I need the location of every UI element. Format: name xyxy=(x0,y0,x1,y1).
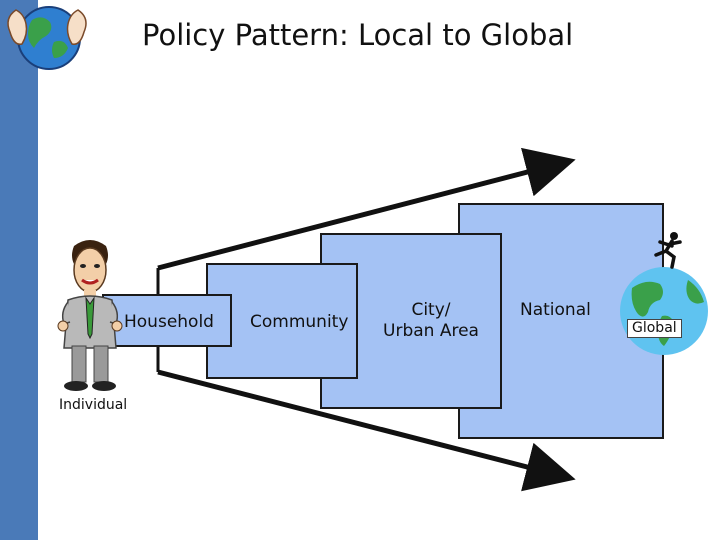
household-label: Household xyxy=(124,312,214,332)
global-label: Global xyxy=(627,319,682,338)
national-label: National xyxy=(520,300,591,320)
earth-globe-icon xyxy=(618,266,710,356)
man-figure-icon xyxy=(56,238,124,392)
city-label-line2: Urban Area xyxy=(380,321,482,342)
community-label: Community xyxy=(250,312,348,332)
page-title: Policy Pattern: Local to Global xyxy=(142,18,573,52)
sidebar-accent xyxy=(0,0,38,540)
running-figure-icon xyxy=(648,230,688,270)
city-label: City/ Urban Area xyxy=(380,300,482,342)
hands-holding-globe-icon xyxy=(2,2,88,72)
city-label-line1: City/ xyxy=(380,300,482,321)
individual-label: Individual xyxy=(59,397,127,413)
